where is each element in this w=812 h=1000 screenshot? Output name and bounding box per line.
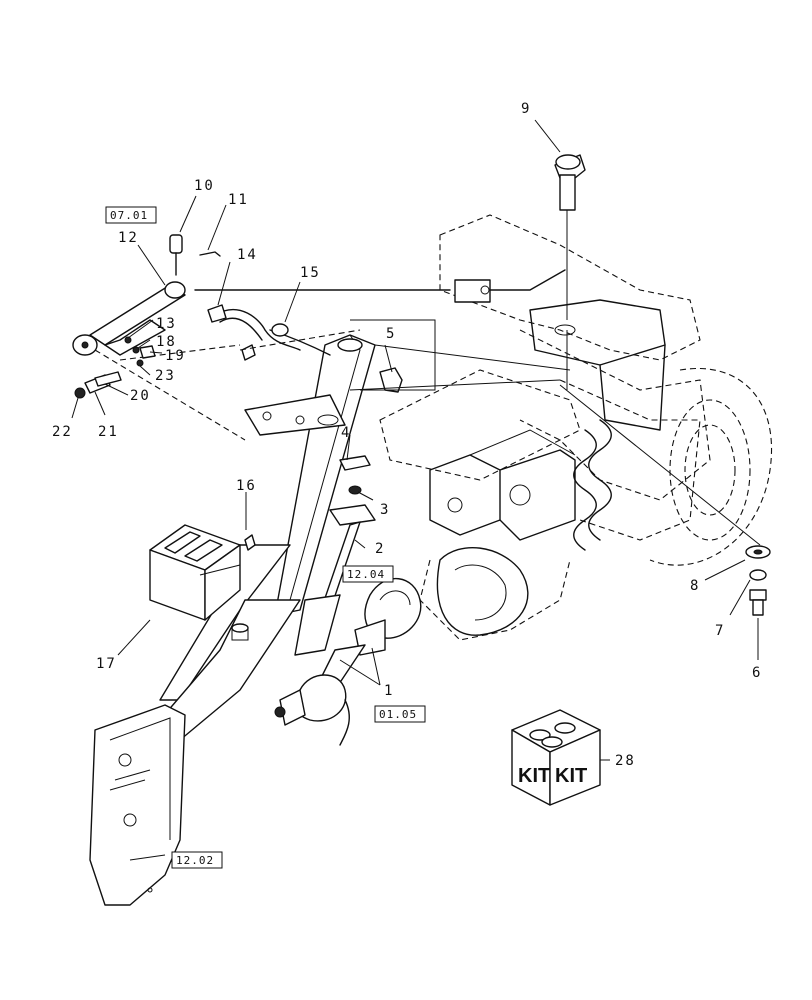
hoses (94, 269, 571, 441)
callout-17: 17 (96, 656, 117, 672)
callout-3: 3 (380, 502, 390, 518)
callout-11: 11 (228, 192, 249, 208)
part-2-shaft (294, 504, 376, 656)
callout-18: 18 (156, 334, 177, 350)
callout-12: 12 (118, 230, 139, 246)
callout-4: 4 (341, 425, 351, 441)
callout-10: 10 (194, 178, 215, 194)
callout-5: 5 (386, 326, 396, 342)
ref-1202: 12.02 (176, 854, 214, 867)
ref-0701: 07.01 (110, 209, 148, 222)
callout-22: 22 (52, 424, 73, 440)
callout-2: 2 (375, 541, 385, 557)
a-frame (89, 334, 376, 906)
kit-label-right: KIT (555, 765, 587, 787)
kit-label-left: KIT (518, 765, 550, 787)
callout-6: 6 (752, 665, 762, 681)
callout-13: 13 (156, 316, 177, 332)
callout-14: 14 (237, 247, 258, 263)
reference-boxes: 07.01 12.04 01.05 12.02 (105, 206, 426, 869)
bolt-stack (745, 545, 771, 616)
callout-9: 9 (521, 101, 531, 117)
callout-16: 16 (236, 478, 257, 494)
callout-8: 8 (690, 578, 700, 594)
tractor-body (379, 214, 772, 641)
callout-23: 23 (155, 368, 176, 384)
parts-3-4 (339, 455, 371, 495)
leader-lines (71, 119, 759, 761)
callout-19: 19 (165, 348, 186, 364)
callout-20: 20 (130, 388, 151, 404)
small-fittings (74, 336, 156, 399)
callout-7: 7 (715, 623, 725, 639)
part-1-pto (274, 578, 422, 746)
part-17-box (149, 524, 256, 621)
callout-15: 15 (300, 265, 321, 281)
callout-21: 21 (98, 424, 119, 440)
callout-1: 1 (384, 683, 394, 699)
ref-0105: 01.05 (379, 708, 417, 721)
ref-box-1202 (171, 851, 223, 869)
ref-box-1204 (342, 565, 394, 583)
lift-cylinder (72, 234, 221, 356)
ref-box-0105 (374, 705, 426, 723)
callout-28: 28 (615, 753, 636, 769)
callout-numbers: 9 10 11 12 14 15 5 13 18 19 23 20 22 21 … (52, 101, 762, 769)
part-9-handle (554, 154, 761, 546)
ref-box-0701 (105, 206, 157, 224)
ref-1204: 12.04 (347, 568, 385, 581)
part-28-kit-box: KIT KIT (511, 709, 601, 806)
